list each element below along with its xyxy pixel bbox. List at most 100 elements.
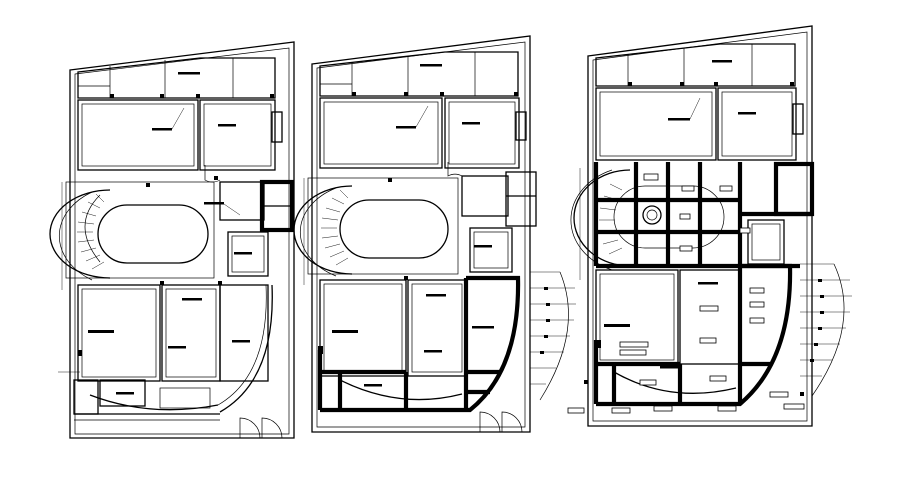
room-label-tag [426, 294, 446, 297]
stair-treads [77, 193, 105, 270]
wall-path [217, 284, 267, 406]
room-label-tag [698, 282, 718, 285]
drawing-group [318, 92, 518, 354]
drawing-line [335, 257, 349, 266]
wall-outline [203, 103, 272, 167]
beam-tag [749, 317, 765, 324]
wall-outline [473, 231, 509, 269]
wall-outline [792, 103, 804, 135]
beam [596, 263, 793, 407]
drawing-line [324, 243, 341, 249]
wall-outline [65, 181, 215, 279]
room-label-tag [668, 118, 690, 121]
beam-tag [681, 185, 695, 192]
room-label-tag [474, 245, 492, 248]
column-mark [514, 92, 518, 96]
wall-outline [469, 227, 513, 273]
wall-outline [219, 181, 265, 221]
room-living [319, 97, 443, 169]
wall-path [204, 165, 221, 183]
wall-outline [81, 288, 157, 378]
wall-path [447, 162, 463, 177]
beam-tag [749, 301, 765, 308]
oval-court [339, 199, 449, 259]
room-bed-1 [319, 279, 407, 377]
beam-tag [739, 227, 751, 234]
wall-outline [165, 288, 217, 378]
room-label-tag [420, 64, 442, 67]
drawing-line [223, 203, 241, 216]
column-mark [146, 183, 150, 187]
column-mark [270, 94, 274, 98]
oval-court [97, 204, 209, 264]
wall-path [613, 371, 737, 394]
column-mark [540, 351, 544, 354]
beam-tags [567, 173, 805, 414]
column-mark [352, 92, 356, 96]
drawing-line [608, 247, 623, 255]
room-label-tag [204, 202, 224, 205]
beam-grid [593, 161, 815, 269]
wall-path [316, 41, 526, 428]
drawing-group [332, 64, 494, 387]
drawing-line [80, 247, 97, 253]
wall-path [479, 411, 501, 433]
beam-tag [783, 403, 805, 410]
wall-outline [721, 91, 793, 157]
drawing-line [321, 217, 339, 221]
drawing-line [81, 211, 97, 217]
room-label-tag [462, 122, 480, 125]
beam-tag [619, 349, 647, 356]
drawing-group [604, 60, 756, 369]
column-mark [388, 178, 392, 182]
column-mark [820, 311, 824, 314]
dimension-fan [800, 263, 852, 397]
room-bed-1 [77, 284, 161, 382]
room-label-tag [660, 366, 678, 369]
drawing-line [87, 201, 101, 209]
drawing-line [325, 207, 341, 213]
drawing-line [77, 239, 95, 243]
beam-tag [749, 287, 765, 294]
wall-outline [323, 283, 403, 373]
beam-tag [717, 405, 737, 412]
drawing-line [331, 197, 345, 205]
wall-path [501, 411, 523, 433]
room-label-tag [218, 124, 236, 127]
column-mark [818, 279, 822, 282]
wall-outline [448, 101, 516, 165]
wall-outline [307, 177, 459, 275]
column-mark [628, 82, 632, 86]
drawing-line [339, 189, 349, 199]
wall-path [339, 379, 463, 401]
wall-path [539, 271, 569, 401]
drawing-line [602, 239, 619, 245]
room-label-tag [232, 340, 250, 343]
column-mark [404, 92, 408, 96]
beam-tag [567, 407, 585, 414]
column-mark [810, 359, 814, 362]
top-rooms [595, 43, 796, 87]
beam-tag [639, 379, 657, 386]
beam-tag [643, 173, 659, 181]
wall-outline [323, 101, 439, 165]
wall-path [84, 194, 101, 263]
top-rooms [77, 57, 276, 99]
beam-layout [593, 263, 793, 407]
wall-outline [751, 223, 781, 261]
drawing-line [689, 97, 701, 120]
room-living [77, 99, 199, 171]
beam-tag [699, 337, 717, 344]
room-label-tag [168, 346, 186, 349]
room-label-tag [396, 126, 416, 129]
room-label-tag [472, 326, 494, 329]
column-mark [110, 94, 114, 98]
column-mark [544, 287, 548, 290]
wall-path [49, 189, 111, 279]
wall-outline [411, 283, 463, 373]
circle-mark [646, 209, 658, 221]
column-mark [318, 346, 323, 354]
top-rooms [319, 51, 519, 97]
stair-treads [599, 183, 623, 255]
stair-treads [321, 189, 349, 266]
